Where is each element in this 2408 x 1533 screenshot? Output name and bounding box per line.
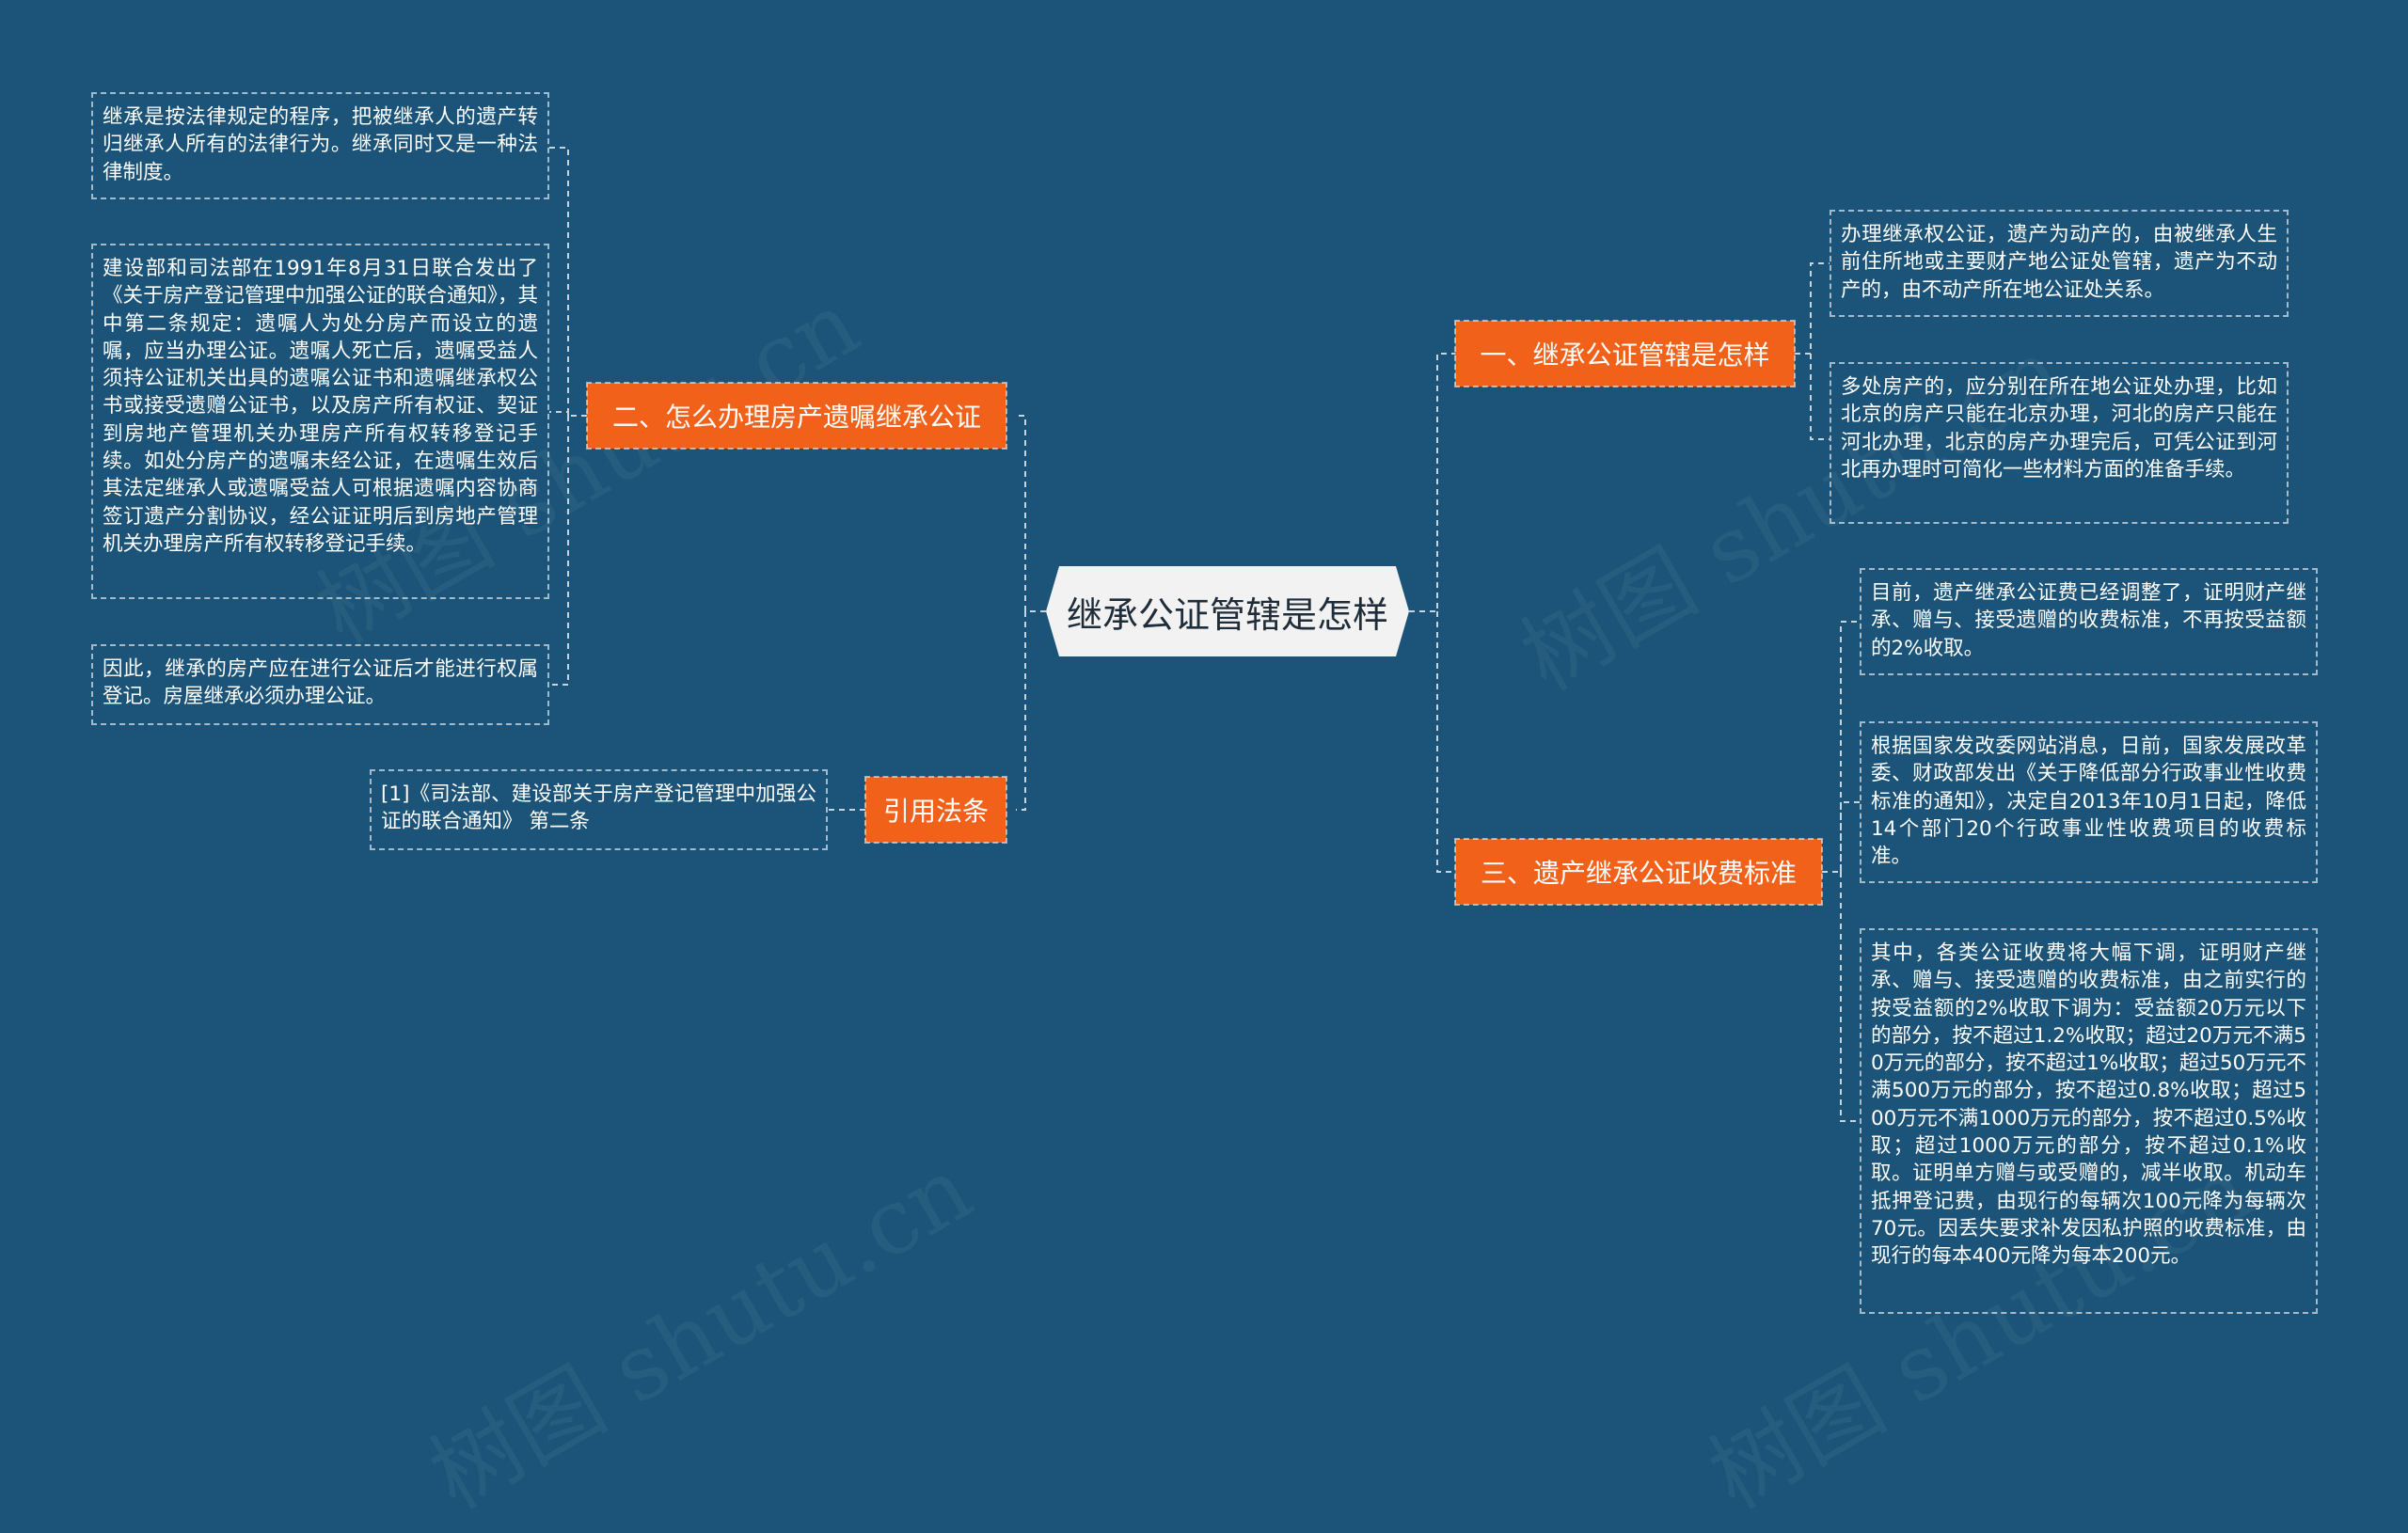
topic-will-notarization[interactable]: 二、怎么办理房产遗嘱继承公证 — [586, 382, 1007, 450]
topic-cited-law[interactable]: 引用法条 — [864, 776, 1007, 844]
topic-label: 引用法条 — [882, 796, 989, 827]
leaf-fee-details[interactable]: 其中，各类公证收费将大幅下调，证明财产继承、赠与、接受遗赠的收费标准，由之前实行… — [1860, 928, 2318, 1314]
connector-lines — [549, 147, 1860, 1122]
connector-center-t3 — [1436, 611, 1455, 873]
leaf-text: 多处房产的，应分别在所在地公证处办理，比如北京的房产只能在北京办理，河北的房产只… — [1841, 375, 2277, 482]
connector-center-t4 — [1016, 611, 1026, 811]
leaf-ndrc-notice[interactable]: 根据国家发改委网站消息，日前，国家发展改革委、财政部发出《关于降低部分行政事业性… — [1860, 721, 2318, 883]
topic-fee-standard[interactable]: 三、遗产继承公证收费标准 — [1454, 838, 1823, 906]
leaf-text: 继承是按法律规定的程序，把被继承人的遗产转归继承人所有的法律行为。继承同时又是一… — [103, 105, 538, 184]
leaf-movable-property[interactable]: 办理继承权公证，遗产为动产的，由被继承人生前住所地或主要财产地公证处管辖，遗产为… — [1830, 210, 2289, 317]
topic-label: 一、继承公证管辖是怎样 — [1480, 340, 1770, 371]
leaf-text: 建设部和司法部在1991年8月31日联合发出了《关于房产登记管理中加强公证的联合… — [103, 257, 538, 556]
leaf-text: 办理继承权公证，遗产为动产的，由被继承人生前住所地或主要财产地公证处管辖，遗产为… — [1841, 223, 2277, 302]
connector-t2-leaves — [549, 147, 587, 686]
leaf-inheritance-definition[interactable]: 继承是按法律规定的程序，把被继承人的遗产转归继承人所有的法律行为。继承同时又是一… — [91, 92, 549, 199]
connector-t1-leaves — [1795, 262, 1830, 440]
topic-label: 三、遗产继承公证收费标准 — [1480, 858, 1797, 889]
leaf-multiple-properties[interactable]: 多处房产的，应分别在所在地公证处办理，比如北京的房产只能在北京办理，河北的房产只… — [1830, 362, 2289, 524]
leaf-text: 其中，各类公证收费将大幅下调，证明财产继承、赠与、接受遗赠的收费标准，由之前实行… — [1871, 941, 2306, 1269]
leaf-text: 因此，继承的房产应在进行公证后才能进行权属登记。房屋继承必须办理公证。 — [103, 657, 538, 709]
topic-label: 二、怎么办理房产遗嘱继承公证 — [611, 402, 981, 433]
connector-center-t2 — [1016, 415, 1046, 612]
central-topic-label: 继承公证管辖是怎样 — [1066, 593, 1388, 636]
connector-t3-leaves — [1822, 621, 1860, 1122]
leaf-fee-adjusted[interactable]: 目前，遗产继承公证费已经调整了，证明财产继承、赠与、接受遗赠的收费标准，不再按受… — [1860, 568, 2318, 675]
leaf-cited-article[interactable]: [1]《司法部、建设部关于房产登记管理中加强公证的联合通知》 第二条 — [370, 769, 828, 850]
connector-center-t1 — [1409, 353, 1455, 612]
leaf-text: [1]《司法部、建设部关于房产登记管理中加强公证的联合通知》 第二条 — [381, 782, 816, 834]
central-topic[interactable]: 继承公证管辖是怎样 — [1046, 566, 1409, 656]
topic-jurisdiction[interactable]: 一、继承公证管辖是怎样 — [1454, 320, 1796, 387]
leaf-text: 根据国家发改委网站消息，日前，国家发展改革委、财政部发出《关于降低部分行政事业性… — [1871, 735, 2306, 869]
leaf-text: 目前，遗产继承公证费已经调整了，证明财产继承、赠与、接受遗赠的收费标准，不再按受… — [1871, 581, 2306, 660]
leaf-conclusion[interactable]: 因此，继承的房产应在进行公证后才能进行权属登记。房屋继承必须办理公证。 — [91, 644, 549, 725]
leaf-joint-notice[interactable]: 建设部和司法部在1991年8月31日联合发出了《关于房产登记管理中加强公证的联合… — [91, 244, 549, 599]
